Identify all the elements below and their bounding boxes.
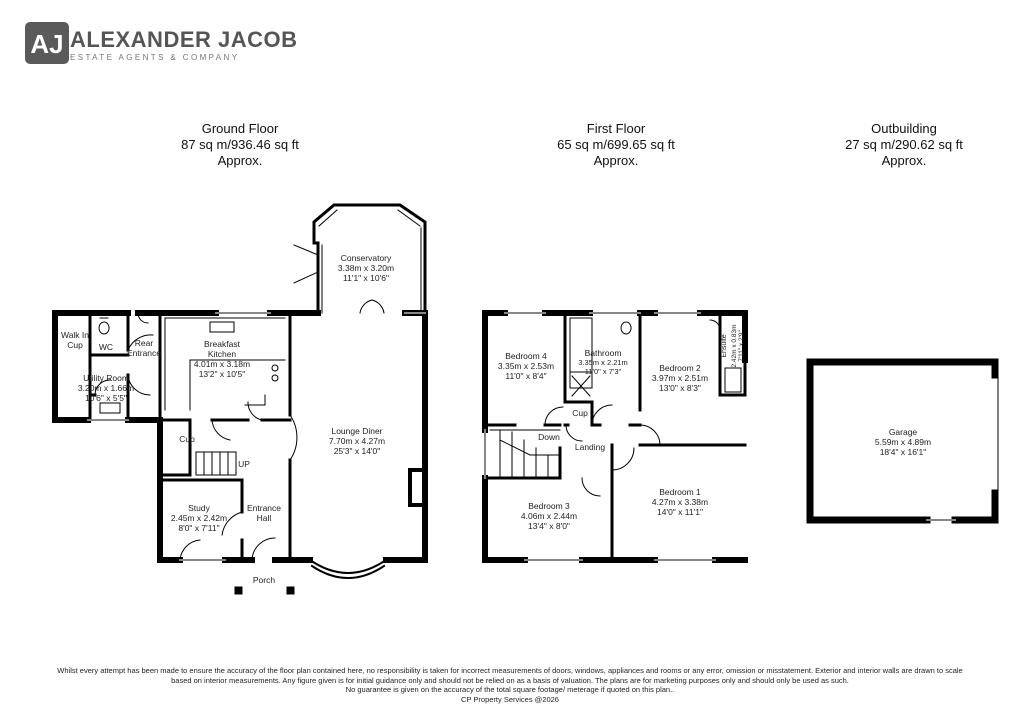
bathroom-toilet-icon <box>620 321 632 335</box>
ground-floor-windows <box>87 312 426 561</box>
floor-note: Approx. <box>217 153 263 168</box>
hob-icon <box>271 364 279 372</box>
room-label-kitchen: Breakfast <box>204 339 241 349</box>
room-dim-imperial: 8'0" x 7'11" <box>178 523 219 533</box>
floor-name: First Floor <box>586 121 646 136</box>
lounge-bay-window <box>308 558 388 579</box>
logo-letters: AJ <box>30 29 63 59</box>
room-label-wc: WC <box>99 342 113 352</box>
bath-icon <box>569 317 593 389</box>
room-dim-imperial: 25'3" x 14'0" <box>334 446 381 456</box>
room-dim-imperial: 13'0" x 8'3" <box>659 383 701 393</box>
room-label-entrance-hall-2: Hall <box>257 513 272 523</box>
room-label-utility: Utility Room <box>83 373 129 383</box>
room-label-walk-in-cup: Walk In <box>61 330 89 340</box>
wc-toilet-icon <box>98 317 110 335</box>
room-dim-imperial: 10'6" x 5'5" <box>85 393 127 403</box>
floor-area: 27 sq m/290.62 sq ft <box>845 137 963 152</box>
first-floor-stairs <box>489 429 561 479</box>
room-dim-metric: 5.59m x 4.89m <box>875 437 931 447</box>
room-label-bathroom: Bathroom <box>585 348 622 358</box>
ground-floor-door-swings <box>94 244 385 561</box>
disclaimer-credit: CP Property Services @2026 <box>461 694 559 704</box>
ground-floor-stairs <box>195 451 237 476</box>
room-dim-metric: 3.35m x 2.21m <box>578 358 628 367</box>
room-dim-imperial: 11'1" x 10'6" <box>343 273 389 283</box>
room-label-entrance-hall: Entrance <box>247 503 281 513</box>
room-dim-metric: 2.45m x 2.42m <box>171 513 227 523</box>
room-label-walk-in-cup-2: Cup <box>67 340 83 350</box>
room-dim-imperial: 11'0" x 7'3" <box>585 367 622 376</box>
ground-floor-interior-walls <box>88 311 292 562</box>
room-label-landing: Landing <box>575 442 606 452</box>
room-dim-metric: 2.42m x 0.83m <box>731 325 738 368</box>
room-dim-metric: 3.38m x 3.20m <box>338 263 394 273</box>
floor-name: Ground Floor <box>201 121 279 136</box>
room-dim-imperial: 14'0" x 11'1" <box>657 507 703 517</box>
company-logo: AJ <box>25 22 69 64</box>
first-floor-windows <box>484 312 716 561</box>
brand-tagline: ESTATE AGENTS & COMPANY <box>70 53 240 62</box>
stairs-down-label: Down <box>538 432 560 442</box>
room-dim-metric: 4.06m x 2.44m <box>521 511 577 521</box>
room-dim-metric: 4.27m x 3.38m <box>652 497 708 507</box>
floor-name: Outbuilding <box>871 121 937 136</box>
floor-heading-first: First Floor 65 sq m/699.65 sq ft Approx. <box>486 121 746 169</box>
floor-note: Approx. <box>593 153 639 168</box>
room-label-kitchen-2: Kitchen <box>208 349 237 359</box>
room-dim-imperial: 13'2" x 10'5" <box>199 369 246 379</box>
brand-name: ALEXANDER JACOB <box>70 27 298 52</box>
room-label-lounge: Lounge Diner <box>331 426 382 436</box>
shower-tray-icon <box>569 371 593 397</box>
room-label-bedroom-4: Bedroom 4 <box>505 351 547 361</box>
ensuite-shower-icon <box>724 367 742 393</box>
room-label-rear-entrance-2: Entrance <box>127 348 161 358</box>
room-dim-imperial: 13'4" x 8'0" <box>528 521 570 531</box>
floor-area: 87 sq m/936.46 sq ft <box>181 137 299 152</box>
room-dim-metric: 3.97m x 2.51m <box>652 373 708 383</box>
room-label-cup: Cup <box>179 434 195 444</box>
first-floor-ensuite-bay <box>718 358 747 397</box>
porch-post <box>234 586 243 595</box>
room-label-bedroom-2: Bedroom 2 <box>659 363 701 373</box>
room-dim-metric: 7.70m x 4.27m <box>329 436 385 446</box>
conservatory-glazing <box>318 209 422 314</box>
hob-icon <box>271 374 279 382</box>
disclaimer-line: based on interior measurements. Any figu… <box>171 675 849 685</box>
disclaimer-line: Whilst every attempt has been made to en… <box>57 666 963 675</box>
room-dim-metric: 3.35m x 2.53m <box>498 361 554 371</box>
floor-heading-outbuilding: Outbuilding 27 sq m/290.62 sq ft Approx. <box>774 121 1020 169</box>
room-dim-imperial: 18'4" x 16'1" <box>880 447 927 457</box>
floor-heading-ground: Ground Floor 87 sq m/936.46 sq ft Approx… <box>110 121 370 169</box>
room-label-ensuite: Ensuite <box>721 334 728 357</box>
room-label-bedroom-1: Bedroom 1 <box>659 487 701 497</box>
room-dim-metric: 3.20m x 1.66m <box>78 383 134 393</box>
disclaimer: Whilst every attempt has been made to en… <box>40 666 980 704</box>
room-label-garage: Garage <box>889 427 918 437</box>
kitchen-sink-icon <box>209 321 235 333</box>
room-label-rear-entrance: Rear <box>135 338 154 348</box>
room-label-cup: Cup <box>572 408 588 418</box>
garage-walls <box>806 358 999 524</box>
stairs-up-label: UP <box>238 459 250 469</box>
kitchen-worktop <box>164 317 286 411</box>
disclaimer-line: No guarantee is given on the accuracy of… <box>345 685 675 694</box>
conservatory-frame <box>312 203 427 315</box>
room-dim-imperial: 7'11" x 2'9" <box>738 330 745 362</box>
floor-area: 65 sq m/699.65 sq ft <box>557 137 675 152</box>
room-dim-imperial: 11'0" x 8'4" <box>505 371 546 381</box>
porch-post <box>286 586 295 595</box>
lounge-fireplace <box>408 468 427 507</box>
room-dim-metric: 4.01m x 3.18m <box>194 359 250 369</box>
floor-note: Approx. <box>881 153 927 168</box>
first-floor-door-swings <box>544 319 721 497</box>
utility-sink-icon <box>99 402 121 414</box>
room-label-bedroom-3: Bedroom 3 <box>528 501 570 511</box>
room-label-study: Study <box>188 503 210 513</box>
room-label-conservatory: Conservatory <box>341 253 392 263</box>
room-label-porch: Porch <box>253 575 275 585</box>
